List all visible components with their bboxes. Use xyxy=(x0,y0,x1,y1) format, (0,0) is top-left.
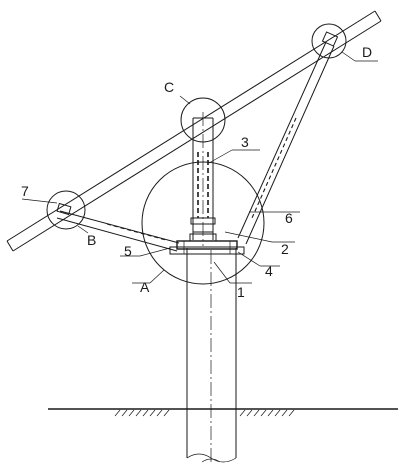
label-3: 3 xyxy=(241,134,249,150)
right-strut xyxy=(237,31,339,245)
label-d: D xyxy=(362,44,372,60)
label-7: 7 xyxy=(21,183,29,199)
base-connector xyxy=(169,233,245,255)
label-2: 2 xyxy=(281,241,289,257)
label-a: A xyxy=(140,279,150,295)
detail-circle-c xyxy=(180,97,226,143)
label-5: 5 xyxy=(124,243,132,259)
detail-circle-b xyxy=(46,190,86,230)
leader-lines xyxy=(21,51,378,284)
left-strut xyxy=(56,202,180,252)
detail-circle-d xyxy=(311,23,347,59)
detail-circles xyxy=(46,23,347,285)
label-6: 6 xyxy=(285,210,293,226)
label-c: C xyxy=(164,79,174,95)
panel-beam xyxy=(6,10,382,252)
label-1: 1 xyxy=(237,284,245,300)
ground xyxy=(48,408,398,417)
pile-column xyxy=(186,248,237,465)
label-4: 4 xyxy=(265,263,273,279)
label-b: B xyxy=(87,232,96,248)
detail-circle-a xyxy=(141,161,265,285)
